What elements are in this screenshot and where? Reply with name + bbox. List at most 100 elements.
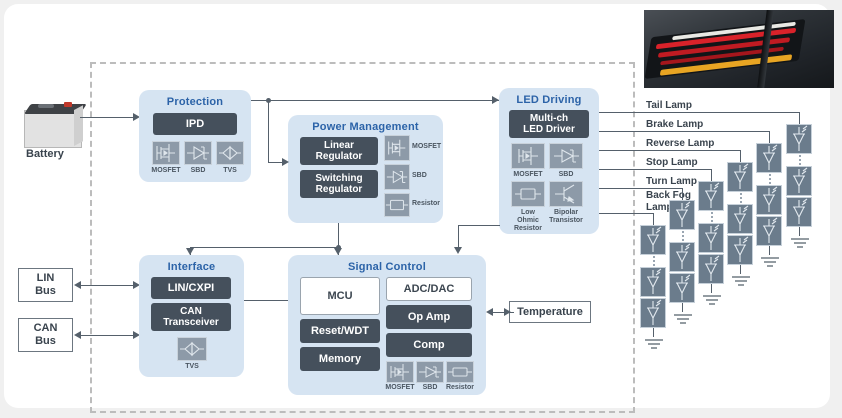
led-mosfet-symbol [511,143,545,169]
chip-lin-cxpi[interactable]: LIN/CXPI [151,277,231,299]
wire-lamp-turn [599,188,682,189]
interface-title: Interface [167,261,216,273]
protection-title: Protection [166,96,224,108]
lamp-gnd-stem-turn [682,303,683,312]
power-management-title: Power Management [312,121,419,133]
led-dots-back-fog [653,256,656,266]
led-tail-2 [786,166,812,196]
led-reverse-3 [727,235,753,265]
protection-mosfet-symbol [152,141,180,165]
arrow-temperature-out [504,308,511,316]
lamp-stem-turn [682,188,683,200]
power-resistor-symbol [384,193,410,217]
chip-switching-regulator[interactable]: Switching Regulator [300,170,378,198]
wire-led-down [458,225,459,247]
wire-can-bus [79,335,137,336]
signal-control-panel[interactable]: Signal Control MCU ADC/DAC Op Amp Reset/… [288,255,486,395]
interface-panel[interactable]: Interface LIN/CXPI CAN Transceiver TVS [139,255,244,377]
lamp-label-brake: Brake Lamp [646,119,704,130]
lamp-stem-reverse [740,150,741,162]
led-reverse-1 [727,162,753,192]
lamp-gnd-stem-stop [711,284,712,293]
chip-reset-wdt[interactable]: Reset/WDT [300,319,380,343]
arrow-into-led-driving [492,96,499,104]
chip-mcu[interactable]: MCU [300,277,380,315]
protection-mosfet-label: MOSFET [151,167,181,174]
arrow-battery-to-protection [133,113,140,121]
led-bipolar-transistor-label: Bipolar Transistor [549,209,583,225]
chip-op-amp[interactable]: Op Amp [386,305,472,329]
wire-protection-right [251,100,499,101]
ground-turn [672,312,694,330]
battery-label: Battery [26,148,64,160]
signal-sbd-symbol [416,361,444,383]
chip-multi-ch-led-driver[interactable]: Multi-ch LED Driver [509,110,589,138]
wire-lamp-back-fog [599,213,653,214]
led-low-ohmic-resistor-label: Low Ohmic Resistor [513,209,542,233]
led-turn-3 [669,273,695,303]
power-sbd-symbol [384,164,410,190]
wire-pm-down [338,223,339,247]
led-stop-1 [698,181,724,211]
led-bipolar-transistor-symbol [549,181,583,207]
wire-battery-to-protection [80,117,135,118]
arrow-led-to-signal-control [454,247,462,254]
wire-lin-bus [79,285,137,286]
lamp-label-reverse: Reverse Lamp [646,138,715,149]
ground-back-fog [643,337,665,355]
led-driving-panel[interactable]: LED Driving Multi-ch LED Driver MOSFET S… [499,88,599,234]
arrow-lin-out [133,281,140,289]
signal-resistor-symbol [446,361,474,383]
led-stop-2 [698,223,724,253]
lin-bus-box[interactable]: LIN Bus [18,268,73,302]
arrow-into-interface [186,248,194,255]
can-bus-box[interactable]: CAN Bus [18,318,73,352]
protection-tvs-label: TVS [223,167,237,174]
wire-lamp-reverse [599,150,740,151]
lamp-gnd-stem-brake [769,246,770,255]
led-turn-1 [669,200,695,230]
chip-ipd[interactable]: IPD [153,113,237,135]
power-management-panel[interactable]: Power Management Linear Regulator Switch… [288,115,443,223]
chip-linear-regulator[interactable]: Linear Regulator [300,137,378,165]
temperature-box[interactable]: Temperature [509,301,591,323]
protection-sbd-label: SBD [190,167,206,174]
led-sbd-symbol [549,143,583,169]
led-mosfet-label: MOSFET [513,171,543,178]
wire-lamp-tail [599,112,799,113]
interface-tvs-symbol [177,337,207,361]
lamp-stem-back-fog [653,213,654,225]
lamp-label-tail: Tail Lamp [646,100,692,111]
arrow-into-signal-control [334,248,342,255]
led-brake-1 [756,143,782,173]
lamp-gnd-stem-tail [799,227,800,236]
wire-branch-into-pm [268,162,284,163]
ground-reverse [730,274,752,292]
power-mosfet-label: MOSFET [412,143,442,150]
ecu-boundary [90,62,635,413]
led-dots-reverse [740,193,743,203]
arrow-lin-in [74,281,81,289]
led-back-fog-3 [640,298,666,328]
chip-comp[interactable]: Comp [386,333,472,357]
wire-branch-down-to-pm [268,100,269,162]
protection-panel[interactable]: Protection IPD MOSFET SBD TVS [139,90,251,182]
led-tail-3 [786,197,812,227]
chip-can-transceiver[interactable]: CAN Transceiver [151,303,231,331]
wire-signal-to-temperature [490,312,514,313]
led-dots-tail [799,155,802,165]
wire-lamp-stop [599,169,711,170]
chip-memory[interactable]: Memory [300,347,380,371]
arrow-into-power-management [282,158,289,166]
led-sbd-label: SBD [558,171,574,178]
led-dots-stop [711,212,714,222]
led-reverse-2 [727,204,753,234]
lamp-gnd-stem-back-fog [653,328,654,337]
signal-mosfet-label: MOSFET [385,384,415,391]
chip-adc-dac[interactable]: ADC/DAC [386,277,472,301]
ground-tail [789,236,811,254]
lamp-label-turn: Turn Lamp [646,176,697,187]
lamp-stem-brake [769,131,770,143]
lamp-gnd-stem-reverse [740,265,741,274]
